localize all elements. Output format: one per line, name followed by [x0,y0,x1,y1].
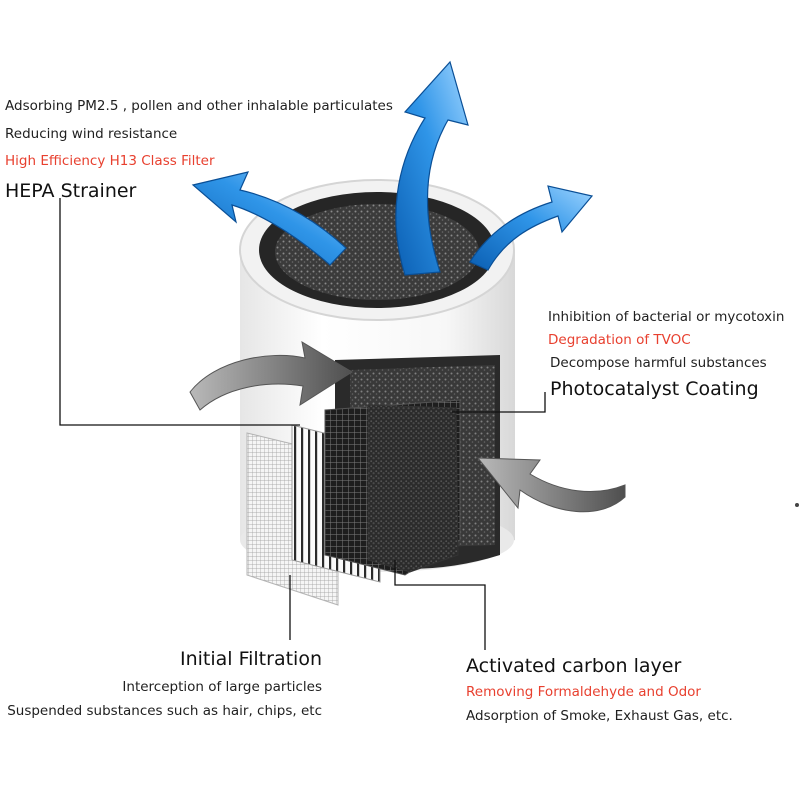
carbon-title: Activated carbon layer [466,655,682,677]
initial-detail-2: Suspended substances such as hair, chips… [7,703,322,719]
filter-layers [246,399,461,606]
hepa-detail-2: Reducing wind resistance [5,126,178,142]
carbon-detail-1: Adsorption of Smoke, Exhaust Gas, etc. [466,708,733,724]
blue-curved-arrow-icon [191,60,594,276]
photocatalyst-title: Photocatalyst Coating [550,378,759,400]
hepa-highlight: High Efficiency H13 Class Filter [5,153,215,169]
photocatalyst-detail-2: Decompose harmful substances [550,355,767,371]
leader-lines [59,198,546,650]
hepa-title: HEPA Strainer [5,180,137,202]
hepa-detail-1: Adsorbing PM2.5 , pollen and other inhal… [5,98,393,114]
photocatalyst-highlight: Degradation of TVOC [548,332,691,348]
carbon-highlight: Removing Formaldehyde and Odor [466,684,701,700]
photocatalyst-detail-1: Inhibition of bacterial or mycotoxin [548,309,785,325]
initial-detail-1: Interception of large particles [122,679,322,695]
initial-title: Initial Filtration [179,648,322,670]
gray-curved-arrow-icon [189,340,626,513]
